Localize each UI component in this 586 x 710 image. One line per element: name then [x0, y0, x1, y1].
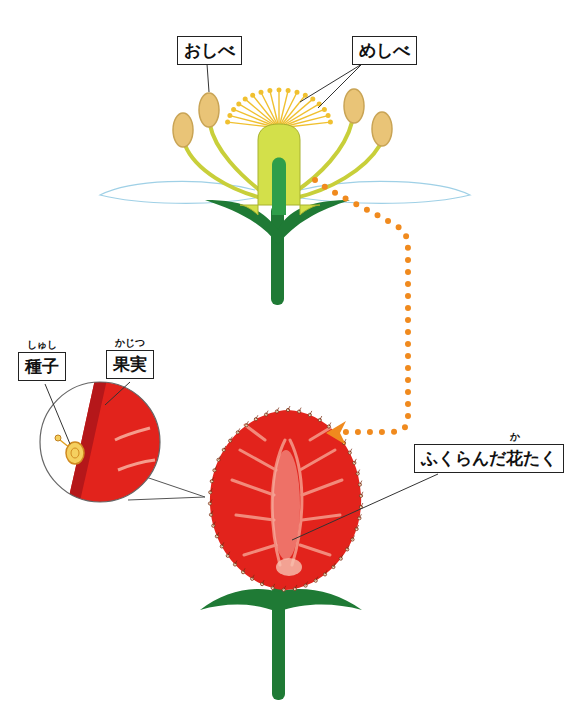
receptacle	[240, 124, 320, 215]
fruit-core-base	[276, 558, 302, 576]
label-text: おしべ	[177, 36, 242, 65]
ruby-reading: か	[510, 432, 520, 442]
label-text: めしべ	[352, 36, 417, 65]
part-label: 果実かじつ	[106, 350, 154, 379]
flower-stem	[205, 200, 350, 305]
arrow-head	[326, 421, 346, 445]
fruit-stem	[200, 585, 362, 700]
label-text: ふくらんだ花たく	[414, 444, 564, 473]
anthers	[173, 89, 392, 147]
label-text: 種子	[18, 352, 66, 381]
seed-dots	[208, 406, 363, 591]
fruit-core	[272, 450, 300, 560]
pistil-core	[272, 158, 286, 216]
ruby-reading: しゅし	[27, 340, 57, 350]
part-label: おしべ	[177, 36, 242, 65]
label-text: 果実	[106, 350, 154, 379]
part-label: 種子しゅし	[18, 352, 66, 381]
ruby-reading: かじつ	[115, 338, 145, 348]
leader-lines	[45, 382, 438, 540]
development-arrow	[315, 180, 408, 432]
strawberry	[210, 410, 361, 590]
stigmas	[226, 88, 332, 128]
leader-lines	[207, 64, 362, 108]
inset-detail	[55, 375, 170, 510]
part-label: ふくらんだ花たくか	[414, 444, 564, 473]
inset-border	[40, 382, 160, 502]
fruit-streaks	[232, 425, 342, 565]
part-label: めしべ	[352, 36, 417, 65]
